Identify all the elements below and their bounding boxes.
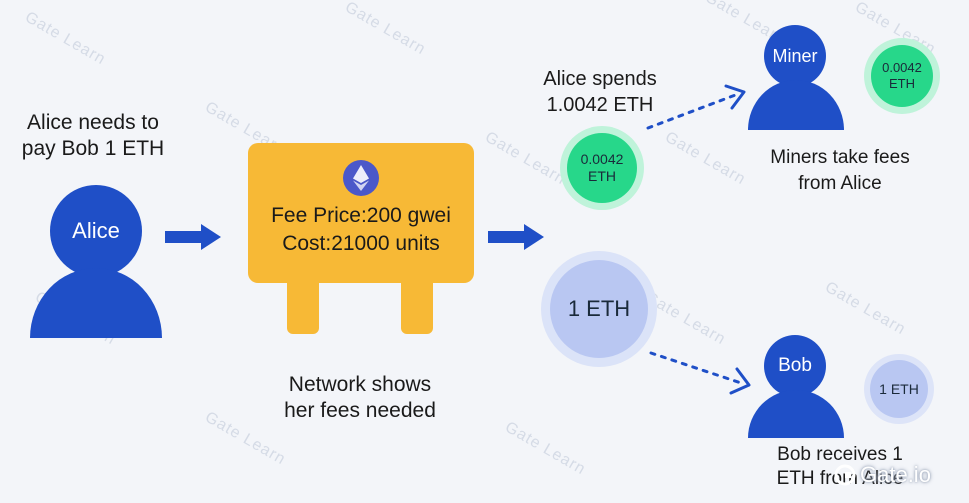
cost-text: Cost:21000 units xyxy=(282,232,440,255)
alice-caption: Alice needs to pay Bob 1 ETH xyxy=(21,111,165,160)
arrow-right-icon xyxy=(488,224,544,250)
gate-logo-text: Gate.io xyxy=(860,462,931,487)
bob-coin-label: 1 ETH xyxy=(879,381,919,397)
ethereum-icon xyxy=(343,160,379,196)
fee-panel: Fee Price:200 gwei Cost:21000 units xyxy=(248,143,474,283)
bob-body xyxy=(748,390,844,438)
miner-body xyxy=(748,80,844,130)
alice-body xyxy=(30,268,162,338)
dotted-arrow-to-miner-icon xyxy=(646,84,746,130)
spend-caption: Alice spends 1.0042 ETH xyxy=(543,68,657,116)
fee-coin: 0.0042 ETH xyxy=(567,133,637,203)
bob-coin: 1 ETH xyxy=(870,360,928,418)
transfer-coin-label: 1 ETH xyxy=(567,296,631,321)
watermark-text: Gate Learn xyxy=(482,128,569,189)
miner-name: Miner xyxy=(764,25,826,87)
watermark-text: Gate Learn xyxy=(22,8,109,69)
miner-caption: Miners take fees from Alice xyxy=(770,147,910,194)
watermark-text: Gate Learn xyxy=(342,0,429,59)
gate-logo-icon xyxy=(834,464,856,486)
gate-logo: Gate.io xyxy=(834,462,931,488)
machine-leg-right xyxy=(401,278,433,334)
bob-name: Bob xyxy=(764,335,826,397)
network-caption: Network shows her fees needed xyxy=(284,373,436,422)
miner-fee-coin: 0.0042 ETH xyxy=(871,45,933,107)
arrow-right-icon xyxy=(165,224,221,250)
alice-name: Alice xyxy=(50,185,142,277)
watermark-text: Gate Learn xyxy=(822,278,909,339)
fee-coin-amount: 0.0042 xyxy=(580,151,624,167)
transfer-coin: 1 ETH xyxy=(550,260,648,358)
fee-price-text: Fee Price:200 gwei xyxy=(271,204,451,227)
miner-coin-unit: ETH xyxy=(889,76,915,91)
watermark-text: Gate Learn xyxy=(642,288,729,349)
dotted-arrow-to-bob-icon xyxy=(649,351,751,395)
watermark-text: Gate Learn xyxy=(502,418,589,479)
machine-leg-left xyxy=(287,278,319,334)
miner-coin-amount: 0.0042 xyxy=(882,60,922,75)
fee-coin-unit: ETH xyxy=(588,168,616,184)
